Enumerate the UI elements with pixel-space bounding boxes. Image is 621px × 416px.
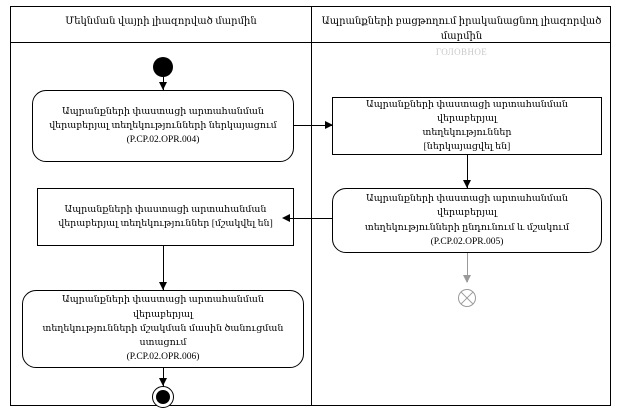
flow-final-node: [457, 288, 477, 308]
object-node-submitted[interactable]: Ապրանքների փաստացի արտահանման վերաբերյալ…: [332, 97, 602, 155]
object-node-processed[interactable]: Ապրանքների փաստացի արտահանման վերաբերյալ…: [37, 188, 294, 246]
initial-node: [153, 57, 173, 77]
object-node-submitted-label: Ապրանքների փաստացի արտահանման վերաբերյալ…: [366, 99, 568, 153]
swimlane-header-right-label: Ապրանքների բացթողում իրականացնող լիազորվ…: [321, 16, 602, 42]
edge-opr005-to-object-processed-line: [285, 218, 332, 219]
edge-opr006-to-final-arrowhead: [159, 378, 167, 386]
swimlane-header-right-sublabel: ГОЛОВНОЕ: [435, 47, 488, 57]
edge-object-submitted-to-opr005-arrowhead: [463, 180, 471, 188]
activity-node-opr-006[interactable]: Ապրանքների փաստացի արտահանման վերաբերյալ…: [22, 290, 304, 368]
swimlane-header-left: Մեկնման վայրի լիազորված մարմին: [11, 6, 311, 42]
edge-object-processed-to-opr006-arrowhead: [159, 282, 167, 290]
swimlane-vertical-divider: [311, 6, 312, 406]
activity-node-opr-004[interactable]: Ապրանքների փաստացի արտահանման վերաբերյալ…: [32, 90, 294, 162]
edge-opr006-to-final-line: [163, 368, 164, 387]
edge-initial-to-opr004-arrowhead: [159, 82, 167, 90]
activity-node-opr-004-label: Ապրանքների փաստացի արտահանման վերաբերյալ…: [49, 106, 277, 146]
edge-object-processed-to-opr006-line: [163, 246, 164, 290]
edge-object-submitted-to-opr005-line: [467, 155, 468, 188]
activity-final-node-inner: [155, 389, 170, 404]
swimlane-header-left-label: Մեկնման վայրի լիազորված մարմին: [65, 16, 257, 27]
edge-opr005-to-object-processed-arrowhead: [282, 214, 290, 222]
swimlane-header-right: Ապրանքների բացթողում իրականացնող լիազորվ…: [312, 6, 611, 57]
edge-opr005-to-flow-final-arrowhead: [463, 275, 471, 283]
edge-opr005-to-flow-final-line: [467, 253, 468, 282]
activity-node-opr-006-label: Ապրանքների փաստացի արտահանման վերաբերյալ…: [42, 295, 284, 363]
swimlane-header-divider: [10, 42, 611, 43]
activity-final-node: [152, 386, 174, 408]
activity-node-opr-005[interactable]: Ապրանքների փաստացի արտահանման վերաբերյալ…: [332, 188, 602, 253]
edge-opr004-to-object-submitted-line: [294, 125, 332, 126]
edge-opr004-to-object-submitted-arrowhead: [325, 121, 333, 129]
object-node-processed-label: Ապրանքների փաստացի արտահանման վերաբերյալ…: [58, 204, 273, 229]
activity-node-opr-005-label: Ապրանքների փաստացի արտահանման վերաբերյալ…: [364, 194, 570, 247]
